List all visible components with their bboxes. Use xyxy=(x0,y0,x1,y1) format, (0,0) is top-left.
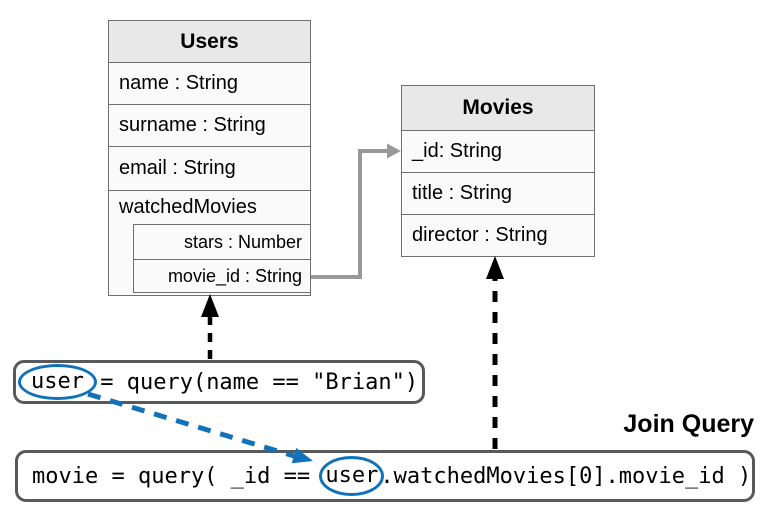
gray-connector-line xyxy=(311,149,389,279)
users-table: Users name : String surname : String ema… xyxy=(108,20,311,296)
user-highlight-ellipse-2: user xyxy=(319,455,385,497)
join-query-code-before: movie = query( _id == xyxy=(32,463,324,489)
subfield-movie-id: movie_id : String xyxy=(134,259,310,292)
users-field-name: name : String xyxy=(109,63,310,105)
subfield-stars: stars : Number xyxy=(183,231,302,252)
gray-arrowhead-icon xyxy=(387,143,401,159)
movies-field-director: director : String xyxy=(412,224,548,246)
users-field-surname: surname : String xyxy=(109,105,310,147)
movies-field-title: title : String xyxy=(402,173,594,215)
dashed-arrow-userquery-to-users xyxy=(201,294,219,359)
movies-field-id: _id: String xyxy=(402,131,594,173)
black-arrowhead-icon-2 xyxy=(486,256,504,279)
users-field-email: email : String xyxy=(109,147,310,191)
users-table-filler xyxy=(109,293,310,295)
users-field-watchedmovies: watchedMovies xyxy=(119,196,257,218)
user-variable-2: user xyxy=(325,462,379,488)
join-query-box: movie = query( _id == user.watchedMovies… xyxy=(15,450,755,502)
gray-connector-movieid-to-id-arrow xyxy=(311,143,401,279)
join-query-label: Join Query xyxy=(623,410,754,438)
black-arrowhead-icon-1 xyxy=(201,294,219,317)
watchedmovies-subtable: stars : Number movie_id : String xyxy=(133,224,310,293)
dashed-arrow-joinquery-to-movies xyxy=(486,256,504,449)
user-highlight-ellipse-1: user xyxy=(18,363,97,401)
users-table-title: Users xyxy=(109,21,310,63)
movies-table: Movies _id: String title : String direct… xyxy=(401,85,595,257)
user-query-code: = query(name == "Brian") xyxy=(86,369,419,395)
join-query-code-after: .watchedMovies[0].movie_id ) xyxy=(380,463,752,489)
movies-table-title: Movies xyxy=(402,86,594,131)
user-query-box: user = query(name == "Brian") xyxy=(13,360,425,404)
user-variable-1: user xyxy=(31,368,84,394)
